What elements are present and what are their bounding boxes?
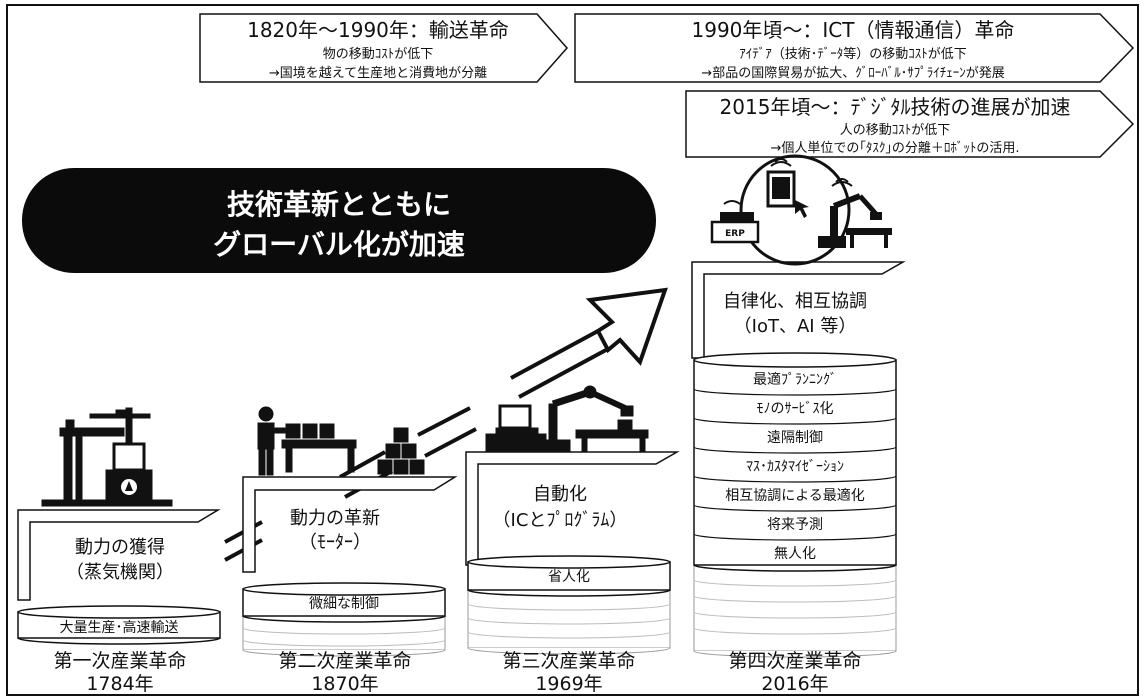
step-label-2: 動力の革新 xyxy=(290,508,380,529)
banner-line: ｱｲﾃﾞｱ（技術･ﾃﾞｰﾀ等）の移動ｺｽﾄが低下 xyxy=(739,46,967,62)
banner-ict-revolution: 1990年頃～：ICT（情報通信）革命 ｱｲﾃﾞｱ（技術･ﾃﾞｰﾀ等）の移動ｺｽ… xyxy=(574,13,1135,83)
banner-line: →個人単位での｢ﾀｽｸ｣の分離＋ﾛﾎﾞｯﾄの活用. xyxy=(770,140,1019,156)
banner-transport-revolution: 1820年～1990年：輸送革命 物の移動ｺｽﾄが低下 →国境を越えて生産地と消… xyxy=(199,13,569,83)
stage-name: 第一次産業革命 xyxy=(53,650,186,672)
cylinder-item: 大量生産･高速輸送 xyxy=(60,619,179,636)
step-label-4: 自律化、相互協調 xyxy=(723,291,867,312)
iot-network-icon: ERP xyxy=(710,154,892,266)
cylinder-item: 省人化 xyxy=(548,569,590,585)
conveyor-worker-icon xyxy=(257,406,425,476)
stage-label-3: 第三次産業革命 1969年 xyxy=(502,650,635,695)
banner-line: →国境を越えて生産地と消費地が分離 xyxy=(269,65,487,81)
stage-label-2: 第二次産業革命 1870年 xyxy=(278,650,411,695)
step-label-1b: （蒸気機関） xyxy=(66,562,174,583)
headline-pill: 技術革新とともに グローバル化が加速 xyxy=(22,168,656,273)
steam-engine-icon xyxy=(41,407,173,507)
stage-year: 1870年 xyxy=(311,673,378,695)
cylinder-stage-3: 省人化 xyxy=(467,555,671,655)
step-arrow-1: 動力の獲得 （蒸気機関） xyxy=(17,509,221,601)
banner-line: 人の移動ｺｽﾄが低下 xyxy=(840,123,951,138)
cylinder-item: 無人化 xyxy=(774,546,816,562)
headline-line2: グローバル化が加速 xyxy=(213,228,465,261)
step-label-4b: （IoT、AI 等） xyxy=(734,316,857,337)
banner-title: 1990年頃～：ICT（情報通信）革命 xyxy=(692,18,1015,42)
cylinder-stage-1: 大量生産･高速輸送 xyxy=(17,605,221,645)
cylinder-item: ﾓﾉのｻｰﾋﾞｽ化 xyxy=(757,401,834,417)
headline-line1: 技術革新とともに xyxy=(227,188,451,221)
stage-label-1: 第一次産業革命 1784年 xyxy=(53,650,186,695)
cylinder-item: 最適ﾌﾟﾗﾝﾆﾝｸﾞ xyxy=(753,371,837,388)
banner-title: 1820年～1990年：輸送革命 xyxy=(247,18,509,42)
cylinder-item: 将来予測 xyxy=(767,517,823,533)
banner-digital-technology: 2015年頃～：ﾃﾞｼﾞﾀﾙ技術の進展が加速 人の移動ｺｽﾄが低下 →個人単位で… xyxy=(685,90,1135,158)
cylinder-item: 相互協調による最適化 xyxy=(725,487,865,504)
cylinder-stage-2: 微細な制御 xyxy=(242,582,446,657)
cylinder-item: 微細な制御 xyxy=(309,596,379,612)
banner-line: →部品の国際貿易が拡大、ｸﾞﾛｰﾊﾞﾙ･ｻﾌﾟﾗｲﾁｪｰﾝが発展 xyxy=(701,66,1004,81)
step-label-3b: （ICとﾌﾟﾛｸﾞﾗﾑ） xyxy=(493,510,628,531)
stage-year: 2016年 xyxy=(761,673,828,695)
stage-label-4: 第四次産業革命 2016年 xyxy=(728,650,861,695)
cylinder-stage-4: 最適ﾌﾟﾗﾝﾆﾝｸﾞ ﾓﾉのｻｰﾋﾞｽ化 遠隔制御 ﾏｽ･ｶｽﾀﾏｲｾﾞｰｼｮﾝ… xyxy=(693,352,897,658)
cylinder-item: 遠隔制御 xyxy=(767,430,823,446)
stage-name: 第二次産業革命 xyxy=(278,650,411,672)
step-arrow-4: 自律化、相互協調 （IoT、AI 等） xyxy=(691,261,906,359)
step-arrow-2: 動力の革新 （ﾓｰﾀｰ） xyxy=(242,476,458,573)
erp-label: ERP xyxy=(725,229,745,239)
rising-arrow xyxy=(224,329,607,562)
stage-name: 第三次産業革命 xyxy=(502,650,635,672)
cylinder-item: ﾏｽ･ｶｽﾀﾏｲｾﾞｰｼｮﾝ xyxy=(746,459,844,475)
step-arrow-3: 自動化 （ICとﾌﾟﾛｸﾞﾗﾑ） xyxy=(465,451,680,566)
banner-title: 2015年頃～：ﾃﾞｼﾞﾀﾙ技術の進展が加速 xyxy=(720,95,1071,119)
banner-line: 物の移動ｺｽﾄが低下 xyxy=(323,47,434,62)
stage-year: 1784年 xyxy=(86,673,153,695)
stage-year: 1969年 xyxy=(535,673,602,695)
step-label-2b: （ﾓｰﾀｰ） xyxy=(299,532,371,553)
rising-arrow-head xyxy=(585,287,668,366)
step-label-1: 動力の獲得 xyxy=(75,537,165,558)
step-label-3: 自動化 xyxy=(533,484,587,505)
computer-robot-arm-icon xyxy=(485,385,649,453)
stage-name: 第四次産業革命 xyxy=(728,650,861,672)
